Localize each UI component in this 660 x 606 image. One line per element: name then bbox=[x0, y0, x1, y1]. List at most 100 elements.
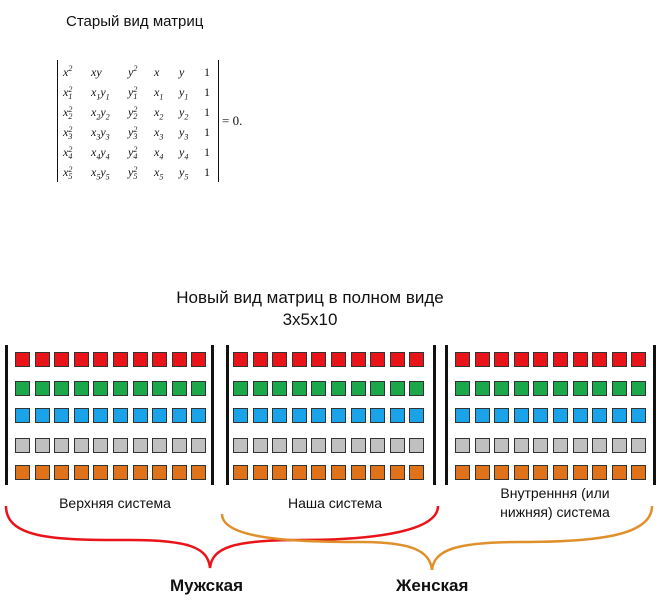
male-group-label: Мужская bbox=[170, 576, 243, 595]
matrix-square bbox=[113, 408, 128, 423]
matrix-square bbox=[409, 408, 425, 423]
matrix-square bbox=[152, 438, 168, 453]
matrix-square bbox=[54, 438, 70, 453]
matrix-square bbox=[331, 381, 346, 396]
matrix-square bbox=[409, 465, 425, 480]
matrix-square bbox=[389, 408, 405, 423]
matrix-square bbox=[291, 408, 307, 423]
matrix-square bbox=[291, 465, 307, 480]
system-label-ours: Наша система bbox=[287, 495, 383, 511]
matrix-square bbox=[474, 381, 490, 396]
matrix-square bbox=[132, 438, 148, 453]
matrix-square bbox=[331, 408, 346, 423]
matrix-square bbox=[331, 465, 346, 480]
matrix-square bbox=[370, 381, 386, 396]
block-1-right-line bbox=[211, 345, 214, 485]
matrix-square bbox=[93, 352, 109, 367]
matrix-cell: x bbox=[154, 65, 160, 79]
matrix-square bbox=[233, 465, 248, 480]
matrix-square bbox=[409, 438, 425, 453]
matrix-square bbox=[389, 381, 405, 396]
female-brace bbox=[220, 505, 654, 570]
matrix-square bbox=[93, 381, 109, 396]
matrix-square bbox=[73, 408, 89, 423]
new-view-title: Новый вид матриц в полном виде bbox=[176, 288, 444, 307]
matrix-square bbox=[311, 465, 327, 480]
matrix-square bbox=[54, 408, 70, 423]
matrix-square bbox=[513, 352, 529, 367]
matrix-square bbox=[15, 438, 30, 453]
matrix-square bbox=[494, 352, 510, 367]
matrix-square bbox=[34, 465, 50, 480]
matrix-cell: x2y2 bbox=[91, 105, 110, 122]
matrix-square bbox=[171, 438, 187, 453]
matrix-square bbox=[113, 352, 128, 367]
matrix-square bbox=[132, 352, 148, 367]
matrix-square bbox=[572, 438, 588, 453]
matrix-square bbox=[54, 352, 70, 367]
matrix-square bbox=[611, 381, 627, 396]
matrix-square bbox=[152, 352, 168, 367]
matrix-square bbox=[474, 438, 490, 453]
matrix-cell: x3y3 bbox=[91, 125, 110, 142]
matrix-square bbox=[291, 381, 307, 396]
matrix-square bbox=[171, 352, 187, 367]
matrix-square bbox=[592, 381, 608, 396]
matrix-cell: x3 bbox=[154, 125, 164, 142]
matrix-square bbox=[113, 438, 128, 453]
matrix-square bbox=[291, 352, 307, 367]
system-label-upper: Верхняя система bbox=[59, 495, 171, 511]
matrix-cell: x4y4 bbox=[91, 145, 110, 162]
matrix-square bbox=[533, 381, 549, 396]
matrix-square bbox=[611, 438, 627, 453]
matrix-square bbox=[455, 408, 470, 423]
matrix-square bbox=[389, 465, 405, 480]
matrix-square bbox=[233, 352, 248, 367]
matrix-cell: xy bbox=[91, 65, 102, 79]
matrix-square bbox=[272, 465, 288, 480]
matrix-square bbox=[409, 352, 425, 367]
matrix-square bbox=[631, 438, 647, 453]
matrix-square bbox=[233, 408, 248, 423]
matrix-square bbox=[191, 408, 207, 423]
matrix-equals: = 0. bbox=[222, 113, 243, 128]
matrix-right-bar bbox=[218, 60, 219, 182]
matrix-square bbox=[152, 381, 168, 396]
matrix-square bbox=[611, 352, 627, 367]
matrix-square bbox=[592, 352, 608, 367]
matrix-square bbox=[311, 352, 327, 367]
matrix-square bbox=[631, 465, 647, 480]
matrix-square bbox=[171, 381, 187, 396]
matrix-square bbox=[34, 438, 50, 453]
system-label-inner: Внутренння (или нижняя) система bbox=[450, 484, 660, 522]
matrix-square bbox=[311, 408, 327, 423]
matrix-cell: x1 bbox=[154, 85, 164, 102]
matrix-square bbox=[370, 352, 386, 367]
matrix-cell: x5y5 bbox=[91, 165, 110, 182]
matrix-square bbox=[572, 381, 588, 396]
matrix-cell: y5 bbox=[179, 165, 189, 182]
matrix-square bbox=[252, 438, 268, 453]
block-3-right-line bbox=[653, 345, 656, 485]
matrix-square bbox=[533, 438, 549, 453]
new-view-subtitle: 3x5x10 bbox=[282, 310, 338, 329]
matrix-left-bar bbox=[57, 60, 58, 182]
matrix-square bbox=[34, 352, 50, 367]
matrix-square bbox=[370, 438, 386, 453]
matrix-square bbox=[592, 408, 608, 423]
matrix-square bbox=[494, 438, 510, 453]
matrix-cell: x5 bbox=[154, 165, 164, 182]
matrix-square bbox=[513, 438, 529, 453]
matrix-square bbox=[350, 352, 366, 367]
matrix-square bbox=[370, 408, 386, 423]
matrix-square bbox=[152, 408, 168, 423]
matrix-cell: y3 bbox=[179, 125, 189, 142]
matrix-cell: y2 bbox=[179, 105, 189, 122]
matrix-square bbox=[455, 381, 470, 396]
